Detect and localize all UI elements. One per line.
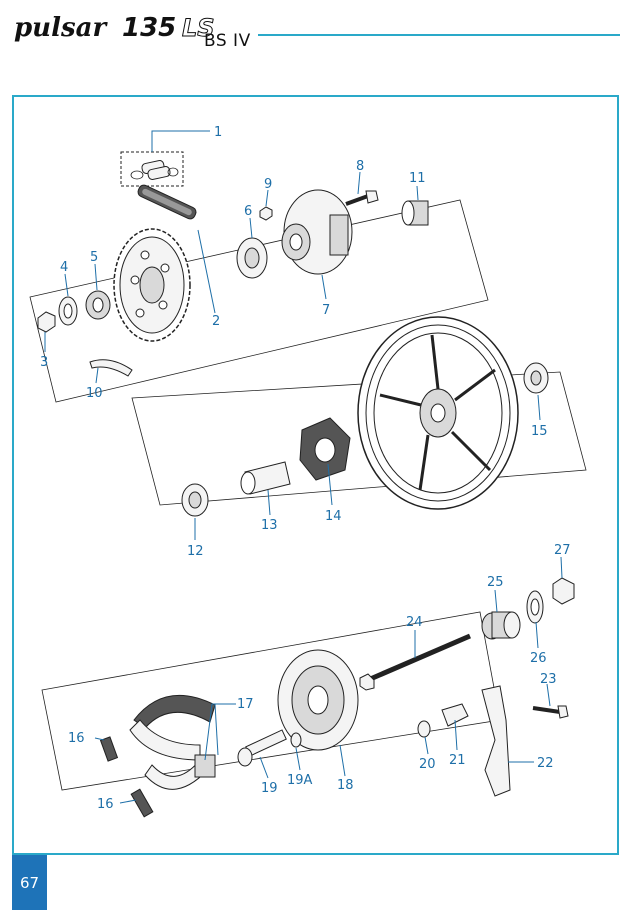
cam-seal: [290, 732, 302, 748]
leader-18: [339, 744, 346, 777]
leader-19A: [295, 747, 301, 771]
callout-27: 27: [554, 543, 571, 558]
leader-16b: [119, 799, 137, 804]
callout-12: 12: [187, 544, 204, 559]
brake-panel: [277, 649, 359, 751]
callout-16-upper: 16: [68, 731, 85, 746]
axle-spacer: [481, 611, 521, 640]
leader-26: [535, 621, 539, 649]
callout-6: 6: [244, 204, 252, 219]
sprocket-nut: [37, 311, 56, 333]
brake-shoes: [129, 694, 216, 790]
leader-5: [94, 263, 98, 291]
callout-19: 19: [261, 781, 278, 796]
callout-9: 9: [264, 177, 272, 192]
callout-18: 18: [337, 778, 354, 793]
header-rule: [258, 34, 620, 36]
leader-14: [327, 463, 333, 506]
leader-20: [424, 736, 429, 755]
leader-10: [95, 367, 99, 384]
callout-13: 13: [261, 518, 278, 533]
callout-20: 20: [419, 757, 436, 772]
leader-21: [454, 719, 458, 751]
hub-damper: [299, 417, 351, 481]
leader-13: [267, 489, 271, 516]
brake-cam-lever: [481, 685, 511, 797]
callout-3: 3: [40, 355, 48, 370]
cam-washer: [417, 720, 431, 738]
callout-21: 21: [449, 753, 466, 768]
callout-16-lower: 16: [97, 797, 114, 812]
callout-25: 25: [487, 575, 504, 590]
callout-14: 14: [325, 509, 342, 524]
chain-lock-part: [130, 160, 179, 180]
leader-8: [357, 171, 361, 195]
leader-9: [265, 189, 269, 207]
callout-8: 8: [356, 159, 364, 174]
wear-indicator-plate: [441, 703, 469, 727]
hub-nut: [259, 206, 273, 221]
leader-1: [151, 130, 210, 152]
rear-axle: [359, 633, 471, 691]
axle-nut: [552, 577, 575, 605]
brake-spring-upper: [99, 736, 119, 762]
leader-15: [537, 394, 541, 421]
model-suffix: LS: [182, 14, 215, 42]
model-number: 135: [122, 13, 176, 43]
brand-logo: pulsar 135 LS: [14, 10, 264, 44]
leader-6: [249, 217, 253, 239]
callout-15: 15: [531, 424, 548, 439]
callout-7: 7: [322, 303, 330, 318]
callout-26: 26: [530, 651, 547, 666]
leader-25: [494, 589, 498, 613]
callout-10: 10: [86, 386, 103, 401]
distance-collar: [240, 461, 291, 495]
hub-bolt: [345, 190, 379, 206]
leader-7: [321, 274, 327, 300]
callout-11: 11: [409, 171, 426, 186]
callout-19A: 19A: [287, 773, 313, 788]
variant-label: BS IV: [204, 31, 251, 51]
diagram-frame: [12, 95, 619, 855]
leader-27: [560, 556, 563, 579]
callout-4: 4: [60, 260, 68, 275]
leader-16a: [94, 737, 105, 741]
callout-1: 1: [214, 125, 222, 140]
sprocket-hub: [281, 189, 353, 275]
rear-sprocket: [113, 228, 191, 342]
callout-24: 24: [406, 615, 423, 630]
callout-5: 5: [90, 250, 98, 265]
callout-2: 2: [212, 314, 220, 329]
callout-23: 23: [540, 672, 557, 687]
leader-2: [197, 229, 216, 314]
drive-chain: [137, 184, 197, 220]
page-number: 67: [12, 855, 47, 910]
chain-guide: [89, 359, 133, 377]
brand-wordmark: pulsar: [14, 13, 108, 43]
leader-19: [259, 756, 269, 779]
lever-bolt: [532, 705, 569, 719]
leader-4: [64, 273, 69, 297]
leader-17b: [214, 703, 219, 756]
leader-17: [204, 703, 236, 761]
brake-cam: [237, 729, 287, 767]
callout-22: 22: [537, 756, 554, 771]
leader-11: [416, 185, 419, 201]
callout-17: 17: [237, 697, 254, 712]
rear-wheel: [357, 316, 519, 510]
leader-23: [546, 683, 551, 707]
brake-spring-lower: [130, 788, 154, 818]
